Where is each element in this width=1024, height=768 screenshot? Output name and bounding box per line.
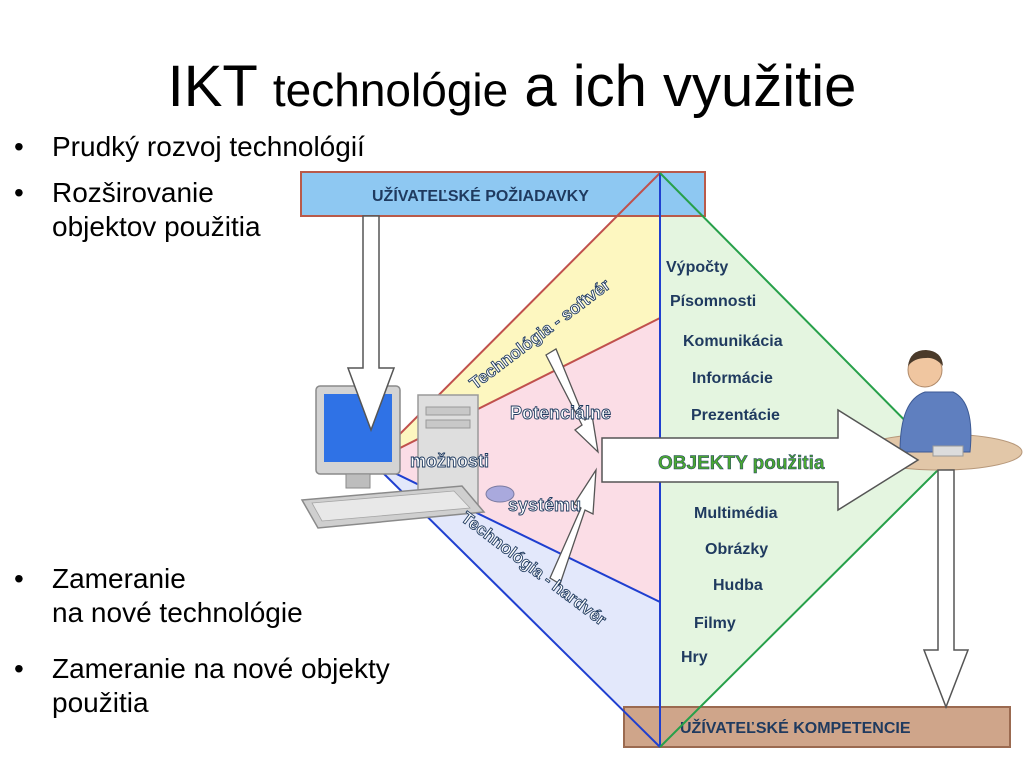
object-item-prezentacie: Prezentácie	[691, 407, 780, 424]
computer-icon	[300, 385, 515, 529]
bullet-dot-icon: •	[14, 653, 24, 684]
object-item-komunikacia: Komunikácia	[683, 333, 783, 350]
bullet-dot-icon: •	[14, 177, 24, 208]
object-item-hry: Hry	[681, 649, 708, 666]
bullet-item: • Zameranie na nové objekty použitia	[14, 652, 390, 720]
slide-title: IKT technológie a ich využitie	[0, 52, 1024, 125]
potential-word-2: možnosti	[410, 451, 489, 471]
object-item-pisomnosti: Písomnosti	[670, 293, 756, 310]
object-item-obrazky: Obrázky	[705, 541, 768, 558]
competences-banner	[623, 706, 1011, 748]
title-word-technologie: technológie	[272, 64, 509, 116]
bullet-item: • Prudký rozvoj technológií	[14, 130, 365, 164]
title-word-rest: a ich využitie	[508, 54, 857, 119]
bullet-item: • Zameranie na nové technológie	[14, 562, 303, 630]
bullet-text: objektov použitia	[52, 211, 261, 242]
bullet-text: Prudký rozvoj technológií	[52, 131, 365, 162]
object-item-hudba: Hudba	[713, 577, 763, 594]
bullet-text: Zameranie	[52, 563, 186, 594]
object-item-filmy: Filmy	[694, 615, 736, 632]
competences-down-arrow	[922, 469, 970, 710]
potential-word-1: Potenciálne	[510, 403, 611, 423]
bullet-text: použitia	[52, 687, 149, 718]
objects-label: OBJEKTY použitia	[658, 453, 825, 474]
object-item-multimedia: Multimédia	[694, 505, 778, 522]
requirements-label: UŽÍVATEĽSKÉ POŽIADAVKY	[372, 186, 589, 205]
object-item-vypocty: Výpočty	[666, 259, 728, 276]
competences-label: UŽÍVATEĽSKÉ KOMPETENCIE	[680, 718, 911, 737]
bullet-dot-icon: •	[14, 563, 24, 594]
bullet-text: na nové technológie	[52, 597, 303, 628]
software-to-objects-arrow	[545, 348, 599, 454]
requirements-down-arrow	[346, 215, 396, 433]
objects-arrow	[601, 408, 920, 512]
bullet-text: Zameranie na nové objekty	[52, 653, 390, 684]
potential-region	[372, 318, 660, 602]
bullet-item: • Rozširovanie objektov použitia	[14, 176, 261, 244]
bullet-dot-icon: •	[14, 131, 24, 162]
potential-word-3: systému	[508, 495, 581, 515]
bullet-text: Rozširovanie	[52, 177, 214, 208]
user-person-icon	[857, 350, 1023, 471]
hardware-to-objects-arrow	[549, 467, 597, 585]
object-item-informacie: Informácie	[692, 370, 773, 387]
title-word-ikt: IKT	[167, 54, 273, 119]
